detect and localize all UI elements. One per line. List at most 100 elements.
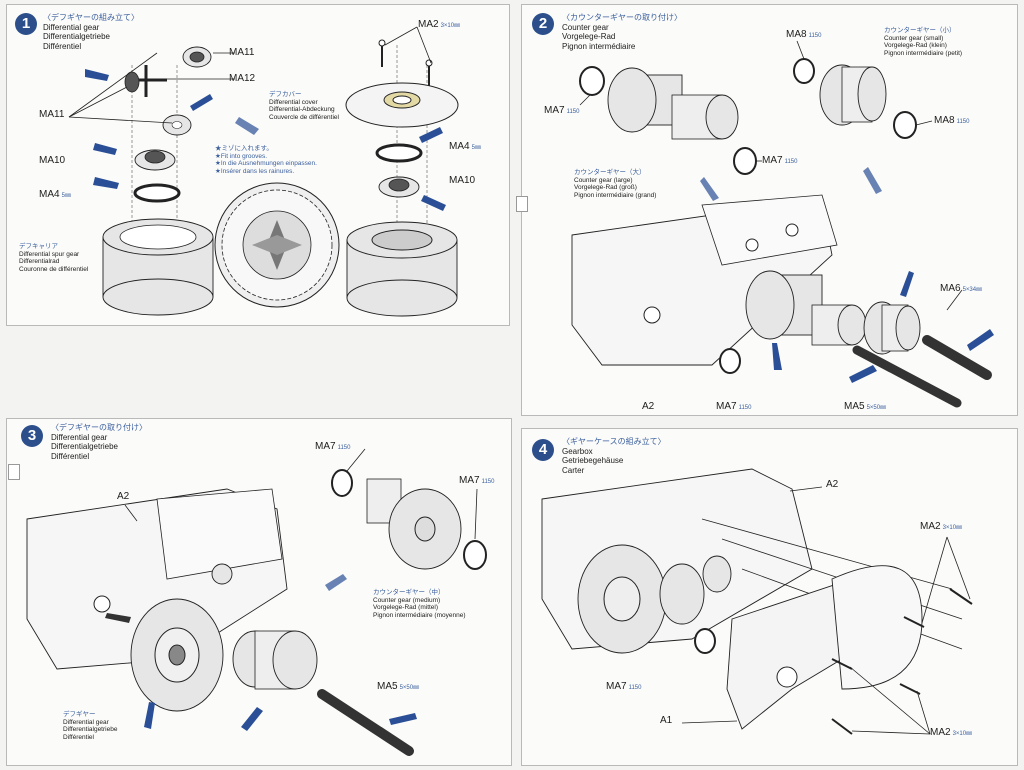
note-de: ★In die Ausnehmungen einpassen. <box>215 160 317 167</box>
step-title: 〈カウンターギヤーの取り付け〉 Counter gear Vorgelege-R… <box>562 13 682 51</box>
caption-en: Differential gear <box>63 718 109 726</box>
counter-gear-small-installed <box>863 301 921 355</box>
bearing-ma7-right <box>463 540 487 570</box>
spur-gear-left <box>102 218 214 316</box>
gear-case-a2 <box>26 488 288 670</box>
step-4-panel: 4 〈ギヤーケースの組み立て〉 Gearbox Getriebegehäuse … <box>521 428 1018 766</box>
part-label-a2: A2 <box>826 479 839 490</box>
part-label-ma10: MA10 <box>39 155 66 166</box>
pointer-arrow <box>144 702 155 729</box>
step-title: 〈デフギヤーの取り付け〉 Differential gear Different… <box>51 423 147 461</box>
bevel-gear-ma11-left <box>124 71 140 93</box>
counter-gear-medium-caption: カウンターギヤー（中） Counter gear (medium) Vorgel… <box>373 589 466 619</box>
pointer-arrow <box>863 167 882 194</box>
caption-de: Vorgelege-Rad (klein) <box>884 42 947 49</box>
title-fr: Différentiel <box>43 41 82 51</box>
caption-jp: カウンターギヤー（中） <box>373 589 445 596</box>
caption-fr: Pignon intermédiaire (moyenne) <box>373 611 466 619</box>
screw-ma2-d <box>899 683 921 695</box>
differential-cover <box>345 82 459 128</box>
gear-case-a1 <box>726 565 923 730</box>
bearing-ma7-left <box>331 469 353 497</box>
bearing-ma7 <box>694 628 716 654</box>
caption-de: Differentialgetriebe <box>63 726 118 733</box>
washer-ma4-right <box>375 143 423 163</box>
bearing-ma8-right <box>893 111 917 139</box>
title-en: Counter gear <box>562 22 609 32</box>
caption-fr: Différentiel <box>63 733 94 741</box>
step-2-illustration <box>571 40 994 408</box>
pointer-arrow <box>105 613 131 623</box>
pointer-arrow <box>389 713 417 725</box>
gear-ma10-left <box>134 149 176 171</box>
caption-en: Counter gear (medium) <box>373 596 441 604</box>
part-label-a2: A2 <box>117 491 130 502</box>
counter-gear-large-installed <box>745 270 867 346</box>
note-fr: ★Insérer dans les rainures. <box>215 167 295 175</box>
screw-ma2-e <box>831 718 853 735</box>
title-jp: 〈デフギヤーの取り付け〉 <box>51 423 147 432</box>
spur-gear-middle <box>214 182 340 308</box>
title-de: Differentialgetriebe <box>51 442 119 451</box>
step-number-badge: 4 <box>532 439 554 461</box>
carrier-caption: デフキャリア Differential spur gear Differenti… <box>19 243 88 273</box>
title-fr: Pignon intermédiaire <box>562 41 636 51</box>
part-label-a1: A1 <box>660 715 673 726</box>
part-label-a2: A2 <box>642 401 655 412</box>
caption-de: Vorgelege-Rad (mittel) <box>373 604 439 611</box>
page-edge-tab <box>8 464 20 480</box>
differential-gear-caption: デフギヤー Differential gear Differentialgetr… <box>63 711 117 741</box>
caption-de: Vorgelege-Rad (groß) <box>574 184 637 191</box>
page-edge-tab <box>516 196 528 212</box>
caption-en: Differential cover <box>269 98 318 106</box>
counter-gear-small-caption: カウンターギヤー（小） Counter gear (small) Vorgele… <box>884 27 962 57</box>
caption-jp: デフギヤー <box>63 711 96 718</box>
differential-gear-assembly <box>130 598 224 712</box>
step-3-illustration <box>26 448 487 756</box>
title-de: Vorgelege-Rad <box>562 32 616 41</box>
caption-jp: デフカバー <box>269 91 302 98</box>
washer-ma4-left <box>133 183 181 203</box>
screw-ma2-c <box>831 658 853 670</box>
step-number-badge: 1 <box>15 13 37 35</box>
step-1-illustration <box>68 26 459 317</box>
caption-en: Counter gear (large) <box>574 176 633 184</box>
screw-ma2-a <box>378 39 386 67</box>
title-fr: Carter <box>562 465 585 475</box>
bevel-gear-ma11-top <box>182 46 212 68</box>
caption-fr: Couvercle de différentiel <box>269 113 339 121</box>
title-en: Gearbox <box>562 446 593 456</box>
caption-fr: Pignon intermédiaire (petit) <box>884 49 963 57</box>
screw-ma2-a <box>949 588 973 605</box>
bevel-gear-ma11-bottom <box>162 114 192 136</box>
title-jp: 〈カウンターギヤーの取り付け〉 <box>562 13 682 22</box>
pointer-arrow <box>190 94 213 111</box>
caption-jp: カウンターギヤー（大） <box>574 169 646 176</box>
pointer-arrow <box>93 177 119 189</box>
step-title: 〈デフギヤーの組み立て〉 Differential gear Different… <box>43 13 139 51</box>
cover-caption: デフカバー Differential cover Differential-Ab… <box>269 91 339 121</box>
caption-jp: デフキャリア <box>19 243 58 250</box>
groove-note: ★ミゾに入れます。 ★Fit into grooves. ★In die Aus… <box>215 145 317 175</box>
caption-fr: Couronne de différentiel <box>19 265 89 273</box>
title-en: Differential gear <box>51 432 108 442</box>
installed-counter-gear <box>659 555 732 625</box>
caption-de: Differentialrad <box>19 258 60 265</box>
note-en: ★Fit into grooves. <box>215 152 268 160</box>
title-fr: Différentiel <box>51 451 90 461</box>
step-number-badge: 3 <box>21 425 43 447</box>
pointer-arrow <box>849 365 877 383</box>
title-jp: 〈デフギヤーの組み立て〉 <box>43 13 139 22</box>
screw-ma2-b <box>903 616 925 628</box>
